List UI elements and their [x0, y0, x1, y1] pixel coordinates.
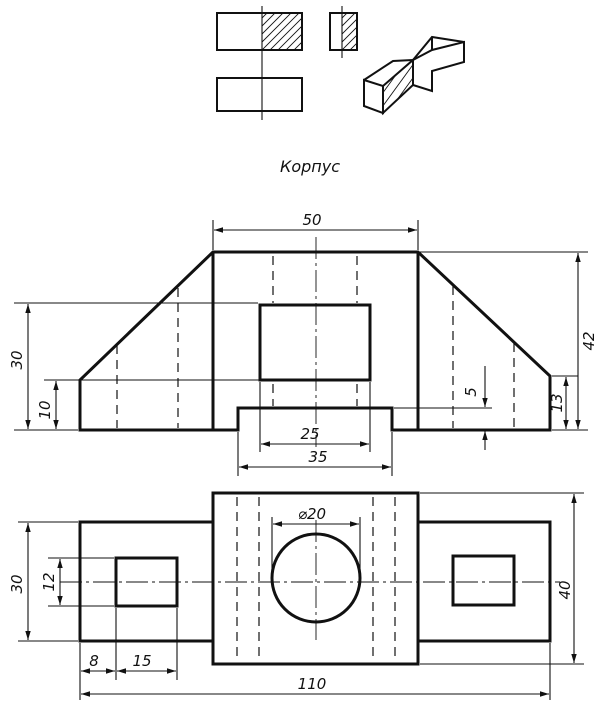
dim-pocket-width: 15: [132, 652, 151, 670]
dim-pocket-height: 12: [40, 572, 58, 591]
dim-overall-width: 110: [298, 675, 327, 693]
dim-offset: 8: [89, 652, 99, 670]
thumbnail-views: [216, 6, 465, 120]
dim-left-low: 10: [36, 400, 54, 419]
drawing-title: Корпус: [280, 157, 340, 176]
top-view: ⌀20 30 12 40 8 15 110: [8, 491, 584, 700]
thumb-side-view: [329, 6, 358, 58]
dim-left-height: 30: [8, 350, 26, 369]
front-window: [258, 303, 372, 382]
thumb-top-view: [216, 77, 303, 112]
dim-slot-inner: 25: [300, 425, 319, 443]
thumb-isometric: [363, 35, 465, 116]
front-outline: [78, 250, 552, 432]
thumb-front-view: [216, 6, 303, 120]
dim-slot-outer: 35: [308, 448, 327, 466]
dim-right-height: 13: [548, 393, 566, 412]
thumb-front-hatch: [262, 14, 301, 50]
top-left-wing: [78, 520, 215, 643]
front-view: 50 42 13 30 10 5 25 35: [8, 211, 598, 476]
dim-top-width: 50: [302, 211, 321, 229]
dim-height-overall: 42: [580, 331, 598, 350]
dim-top-left-height: 30: [8, 574, 26, 593]
dim-slot-depth: 5: [462, 387, 480, 397]
top-right-pocket: [451, 554, 516, 607]
top-right-wing: [416, 520, 552, 643]
dim-top-right-height: 40: [556, 580, 574, 599]
dim-hole-diameter: ⌀20: [298, 505, 326, 523]
